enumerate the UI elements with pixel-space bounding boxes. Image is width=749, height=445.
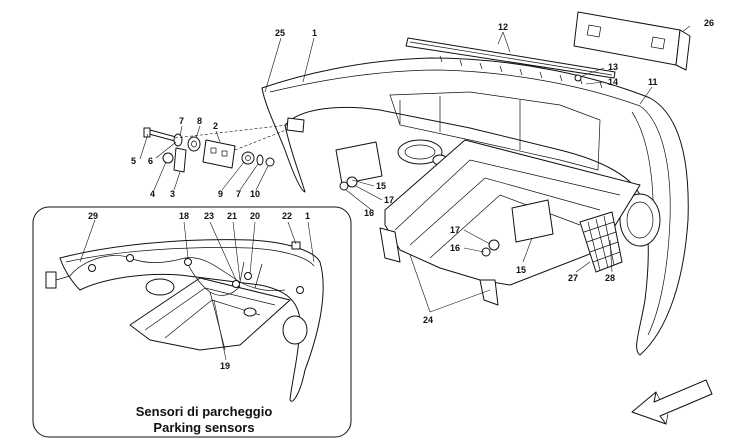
direction-arrow-icon	[631, 379, 713, 425]
callout-1: 1	[312, 28, 317, 38]
parking-sensors-inset	[32, 206, 352, 438]
callout-18: 18	[179, 211, 189, 221]
callout-27: 27	[568, 273, 578, 283]
callout-5: 5	[131, 156, 136, 166]
left-exhaust-opening	[397, 139, 443, 165]
inset-caption-italian: Sensori di parcheggio	[136, 404, 273, 419]
callout-15: 15	[376, 181, 386, 191]
callout-10: 10	[250, 189, 260, 199]
rear-bumper-assembly	[261, 57, 689, 356]
callout-11: 11	[648, 77, 658, 87]
callout-20: 20	[250, 211, 260, 221]
callout-22: 22	[282, 211, 292, 221]
callout-leaders	[79, 25, 691, 361]
callout-16b: 16	[450, 243, 460, 253]
bumper-shell	[261, 57, 689, 356]
mounting-hardware	[143, 117, 305, 173]
callout-6: 6	[148, 156, 153, 166]
callout-25: 25	[275, 28, 285, 38]
callout-15b: 15	[516, 265, 526, 275]
callout-23: 23	[204, 211, 214, 221]
callout-24: 24	[423, 315, 433, 325]
callout-labels: 25 1 12 26 13 14 11 7 8 2 5 6 4 3 9 7 10…	[88, 18, 714, 371]
right-exhaust-opening	[619, 193, 661, 247]
callout-21: 21	[227, 211, 237, 221]
callout-4: 4	[150, 189, 155, 199]
mesh-grille	[579, 211, 623, 273]
callout-28: 28	[605, 273, 615, 283]
callout-7b: 7	[236, 189, 241, 199]
callout-26: 26	[704, 18, 714, 28]
callout-1b: 1	[305, 211, 310, 221]
right-support-plate	[511, 199, 554, 243]
license-plate-bracket	[573, 11, 691, 71]
callout-14: 14	[608, 77, 618, 87]
callout-7: 7	[179, 116, 184, 126]
callout-8: 8	[197, 116, 202, 126]
upper-trim-strip	[405, 37, 616, 89]
callout-17b: 17	[450, 225, 460, 235]
callout-16: 16	[364, 208, 374, 218]
callout-3: 3	[170, 189, 175, 199]
callout-2: 2	[213, 121, 218, 131]
callout-9: 9	[218, 189, 223, 199]
callout-17: 17	[384, 195, 394, 205]
inset-caption-english: Parking sensors	[153, 420, 254, 435]
callout-29: 29	[88, 211, 98, 221]
callout-19: 19	[220, 361, 230, 371]
callout-12: 12	[498, 22, 508, 32]
left-support-plate	[335, 141, 383, 185]
callout-13: 13	[608, 62, 618, 72]
